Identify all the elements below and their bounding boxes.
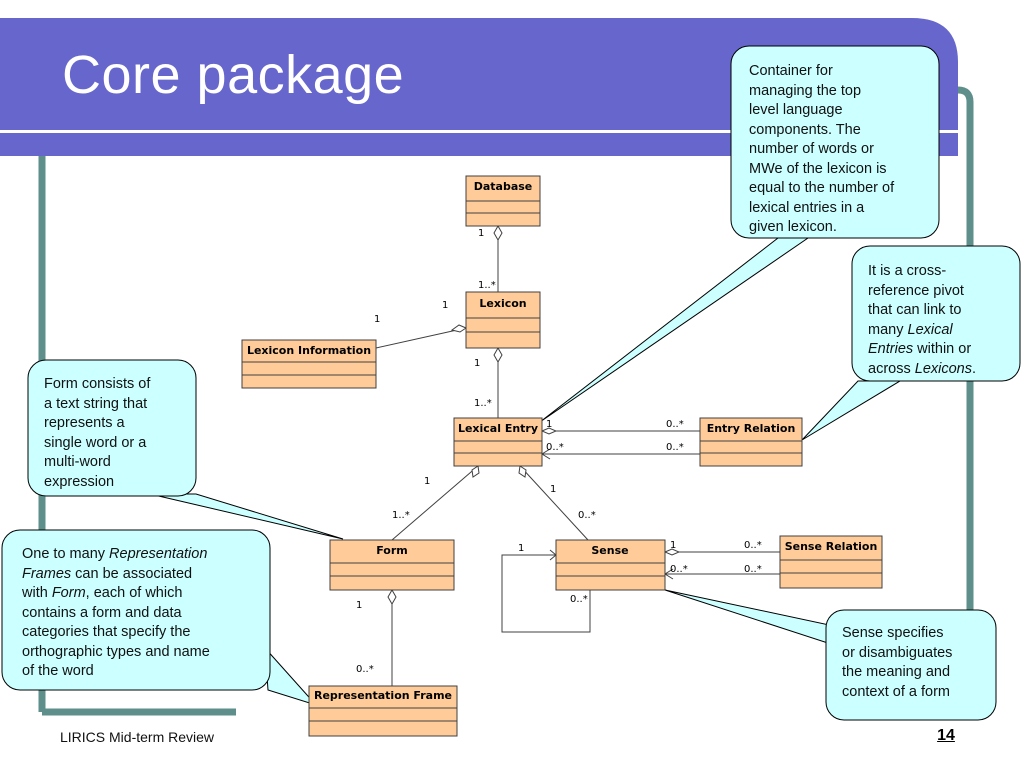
class-boxes	[241, 175, 883, 737]
entry-relation-class-name: Entry Relation	[707, 422, 796, 435]
multiplicity-label: 1	[546, 419, 552, 430]
multiplicity-label: 1	[670, 540, 676, 551]
entry-form-diamond	[471, 465, 480, 478]
db-diamond	[493, 224, 503, 242]
lexinfo-lexicon-line	[375, 327, 467, 349]
multiplicity-label: 0..*	[666, 442, 684, 453]
multiplicity-label: 0..*	[356, 664, 374, 675]
multiplicity-label: 1	[356, 600, 362, 611]
entry-relation-class-box	[699, 417, 803, 467]
page-number: 14	[937, 727, 955, 744]
pivot-callout-box	[851, 245, 1021, 382]
multiplicity-label: 1..*	[474, 398, 492, 409]
lexicon-info-diamond	[450, 324, 468, 333]
sense-relation-class-box	[779, 535, 883, 589]
sense-self-line	[501, 554, 591, 633]
entry-sense-diamond	[518, 465, 527, 478]
container-callout-pointer	[539, 237, 810, 423]
sense-class-name: Sense	[591, 544, 628, 557]
entryrel-diamond	[540, 427, 558, 435]
header-bar-lower	[0, 133, 958, 153]
form-callout-text: Form consists of a text string that repr…	[44, 376, 151, 490]
multiplicity-label: 1	[374, 314, 380, 325]
lexicon-class-box	[465, 291, 541, 349]
lexicon-information-class-box	[241, 339, 377, 389]
representation-frame-class-name: Representation Frame	[314, 689, 452, 702]
multiplicity-label: 1	[550, 484, 556, 495]
form-callout-box	[27, 359, 197, 497]
sense-relation-class-name: Sense Relation	[785, 540, 878, 553]
callout-pointers	[149, 237, 902, 707]
entry-form-line	[391, 465, 479, 541]
aggregation-markers	[387, 224, 681, 606]
slide-title: Core package	[62, 45, 405, 105]
container-callout-box	[730, 45, 940, 239]
form-rep-diamond	[387, 588, 397, 606]
multiplicity-label: 0..*	[570, 594, 588, 605]
callout-boxes	[1, 45, 1021, 721]
multiplicity-label: 0..*	[578, 510, 596, 521]
multiplicity-label: 1..*	[478, 280, 496, 291]
lexicon-diamond	[493, 346, 503, 364]
multiplicity-label: 0..*	[670, 564, 688, 575]
multiplicity-label: 1	[474, 358, 480, 369]
header-bar	[0, 18, 958, 156]
sense-callout-text: Sense specifies or disambiguates the mea…	[842, 625, 953, 700]
sense-class-box	[555, 539, 666, 591]
form-class-name: Form	[376, 544, 408, 557]
lexicon-information-class-name: Lexicon Information	[247, 344, 371, 357]
database-class-name: Database	[474, 180, 533, 193]
lexical-entry-class-name: Lexical Entry	[458, 422, 538, 435]
representation-callout-box	[1, 529, 271, 691]
representation-callout-text: One to many Representation Frames can be…	[22, 546, 210, 679]
form-class-box	[329, 539, 455, 591]
multiplicity-label: 0..*	[546, 442, 564, 453]
multiplicity-label: 0..*	[744, 540, 762, 551]
multiplicity-label: 1..*	[392, 510, 410, 521]
header-bar-underline	[0, 130, 958, 133]
senserel-diamond	[663, 548, 681, 556]
container-callout-text: Container for managing the top level lan…	[749, 63, 895, 235]
footer-text: LIRICS Mid-term Review	[60, 729, 215, 745]
sense-callout-pointer	[664, 589, 835, 646]
pivot-callout-text: It is a cross- reference pivot that can …	[868, 263, 977, 377]
lexicon-class-name: Lexicon	[479, 297, 526, 310]
pivot-callout-pointer	[801, 380, 902, 441]
lexical-entry-class-box	[453, 417, 543, 467]
entry-sense-line	[519, 465, 589, 541]
representation-callout-pointer	[264, 646, 318, 707]
sense-callout-box	[825, 609, 997, 721]
multiplicity-label: 1	[518, 543, 524, 554]
multiplicity-label: 1	[442, 300, 448, 311]
multiplicity-label: 1	[478, 228, 484, 239]
multiplicity-label: 0..*	[666, 419, 684, 430]
representation-frame-class-box	[308, 685, 458, 737]
multiplicity-label: 0..*	[744, 564, 762, 575]
multiplicity-label: 1	[424, 476, 430, 487]
